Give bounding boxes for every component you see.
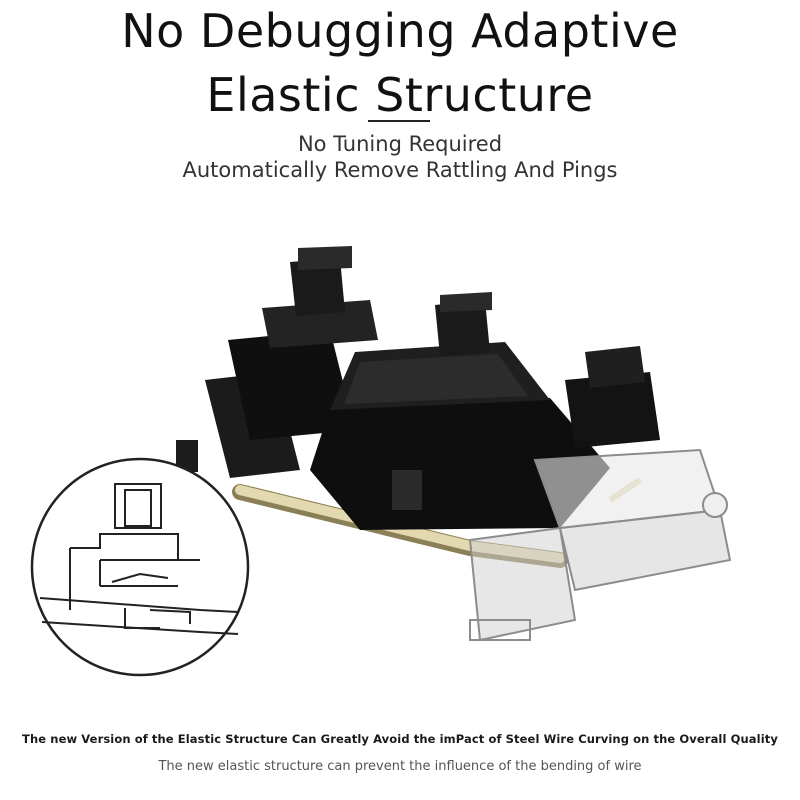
title-underline [368, 120, 430, 122]
caption-bold: The new Version of the Elastic Structure… [22, 732, 778, 746]
subtitle-line-1: No Tuning Required [297, 132, 503, 156]
caption: The new elastic structure can prevent th… [158, 759, 642, 774]
clear-housing [468, 448, 732, 642]
page-title-line-1: No Debugging Adaptive [121, 4, 679, 58]
central-switch [310, 292, 610, 530]
subtitle-line-2: Automatically Remove Rattling And Pings [182, 158, 618, 182]
stabilizer-illustration [30, 246, 732, 677]
elastic-structure-detail-icon [30, 457, 250, 677]
right-stabilizer-top [565, 346, 660, 448]
page-title-line-2: Elastic Structure [206, 68, 594, 122]
left-stabilizer [176, 246, 378, 478]
